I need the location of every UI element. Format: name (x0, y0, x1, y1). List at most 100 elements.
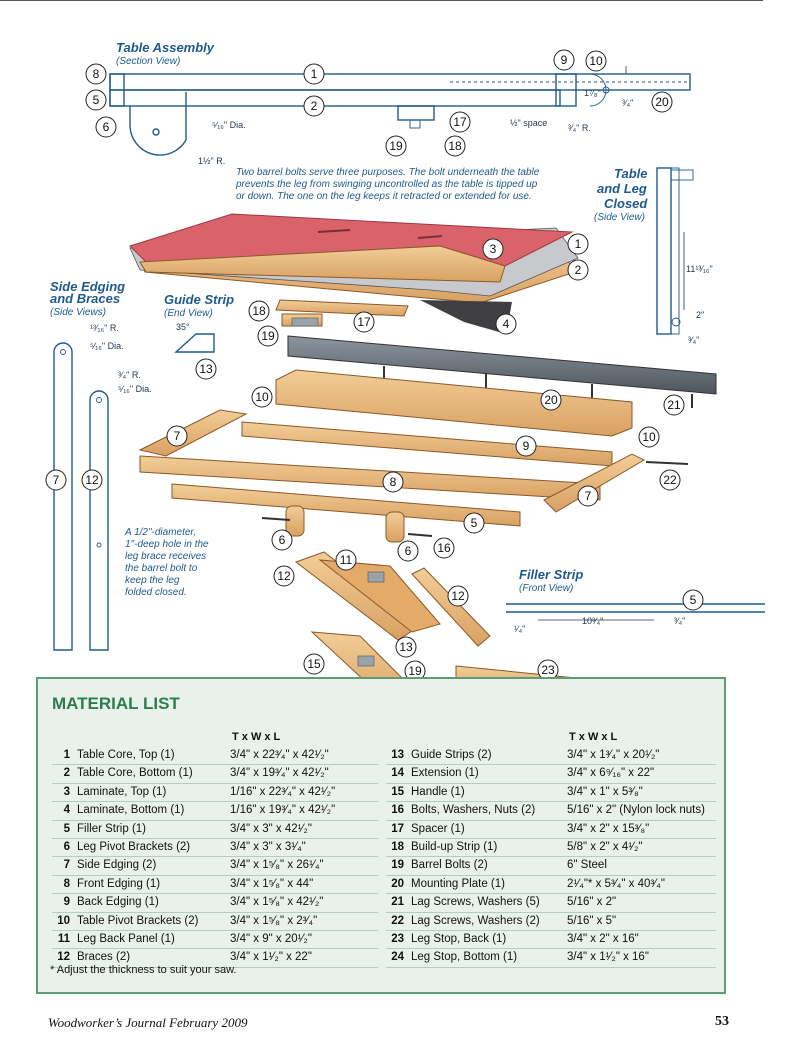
callout-number: 9 (523, 439, 530, 453)
dim-3-4-c: ³⁄₄" (674, 616, 685, 626)
part-number: 11 (57, 932, 70, 945)
callout-circle (395, 636, 417, 658)
part-name: Side Edging (2) (77, 859, 157, 872)
callout-number: 16 (437, 541, 451, 555)
part-callout: 4 (495, 313, 517, 335)
part-callout: 10 (251, 386, 273, 408)
callout-circle (303, 63, 325, 85)
part-number: 2 (63, 767, 70, 780)
part-number: 18 (391, 840, 404, 853)
callout-circle (663, 394, 685, 416)
part-steel-angle (287, 335, 717, 395)
filler-strip-subtitle: (Front View) (519, 583, 573, 594)
part-callout: 6 (95, 116, 117, 138)
leg-closed-title-3: Closed (604, 196, 648, 211)
callout-circle (447, 585, 469, 607)
callout-circle (682, 589, 704, 611)
material-list-title: MATERIAL LIST (52, 694, 180, 713)
part-leg-panel-face (318, 559, 441, 633)
dim-r-1-1-2: 1½" R. (198, 156, 225, 166)
callout-number: 2 (575, 263, 582, 277)
guide-strip-title: Guide Strip (164, 292, 234, 307)
table-assembly-subtitle: (Section View) (116, 56, 180, 67)
part-callout: 10 (638, 426, 660, 448)
filler-strip-front-view: Filler Strip (Front View) ¹⁄₄" 10³⁄₄" ³⁄… (506, 567, 765, 634)
part-name: Laminate, Bottom (1) (77, 804, 185, 817)
exploded-frame (138, 409, 689, 543)
column-header-left: T x W x L (52, 731, 378, 747)
part-number: 10 (57, 914, 70, 927)
callout-number: 17 (357, 315, 371, 329)
part-callout: 22 (659, 469, 681, 491)
dim-r-3-4-b: ³⁄₄" R. (118, 370, 141, 380)
callout-number: 8 (93, 67, 100, 81)
column-header-label: T x W x L (569, 731, 618, 743)
part-callout: 13 (195, 358, 217, 380)
part-callout: 20 (651, 91, 673, 113)
section-back-edging (555, 73, 577, 107)
part-brace (411, 567, 491, 647)
callout-circle (463, 512, 485, 534)
part-dimensions: 3/4" x 1¹⁄₂" x 22" (230, 951, 312, 964)
part-dimensions: 6" Steel (567, 859, 607, 872)
part-name: Leg Stop, Bottom (1) (411, 951, 518, 964)
barrel-note-line-2: prevents the leg from swinging uncontrol… (235, 179, 538, 190)
callout-number: 18 (252, 304, 266, 318)
part-dimensions: 3/4" x 1⁵⁄₈" x 42¹⁄₂" (230, 896, 324, 909)
part-number: 24 (391, 951, 404, 964)
callout-number: 21 (667, 398, 681, 412)
part-barrel-bolt-extension (357, 655, 375, 667)
part-dimensions: 5/8" x 2" x 4¹⁄₂" (567, 840, 643, 853)
part-number: 7 (63, 859, 70, 872)
part-callout: 7 (45, 469, 67, 491)
dim-3-4: ³⁄₄" (622, 98, 633, 108)
callout-number: 23 (541, 663, 555, 677)
part-spacer (275, 299, 409, 317)
dim-dia-5-16: ⁵⁄₁₆" Dia. (212, 120, 246, 130)
part-barrel-bolt-top (291, 317, 319, 327)
part-name: Build-up Strip (1) (411, 840, 498, 853)
column-header-right: T x W x L (386, 731, 716, 747)
part-name: Laminate, Top (1) (77, 785, 167, 798)
part-dimensions: 3/4" x 3" x 3¹⁄₄" (230, 840, 306, 853)
page-number: 53 (715, 1014, 729, 1029)
part-dimensions: 1/16" x 22³⁄₄" x 42¹⁄₂" (230, 785, 336, 798)
part-callout: 8 (382, 471, 404, 493)
closed-pivot (671, 317, 681, 327)
part-number: 13 (391, 749, 404, 761)
lag-screw-long (645, 461, 689, 465)
callout-number: 5 (93, 93, 100, 107)
part-dimensions: 3/4" x 2" x 16" (567, 932, 639, 945)
callout-circle (45, 469, 67, 491)
part-leg-pivot-bracket-left (285, 505, 305, 537)
callout-circle (271, 529, 293, 551)
part-dimensions: 3/4" x 3" x 42¹⁄₂" (230, 822, 312, 835)
part-callout: 12 (81, 469, 103, 491)
part-callout: 6 (271, 529, 293, 551)
part-number: 8 (63, 877, 70, 890)
part-number: 22 (391, 914, 404, 927)
section-pivot-arc (589, 73, 607, 107)
part-name: Lag Screws, Washers (5) (411, 896, 540, 909)
pivot-bolt-left (261, 517, 291, 521)
dim-r-3-4: ³⁄₄" R. (568, 123, 591, 133)
part-name: Front Edging (1) (77, 877, 161, 890)
part-callout: 6 (397, 540, 419, 562)
callout-circle (303, 95, 325, 117)
part-callout: 18 (444, 135, 466, 157)
closed-table-edge (656, 167, 672, 335)
part-name: Back Edging (1) (77, 896, 159, 909)
part-laminate-bottom-curl (420, 300, 512, 334)
part-number: 15 (391, 785, 404, 798)
part-name: Mounting Plate (1) (411, 877, 505, 890)
exploded-leg (294, 551, 491, 680)
